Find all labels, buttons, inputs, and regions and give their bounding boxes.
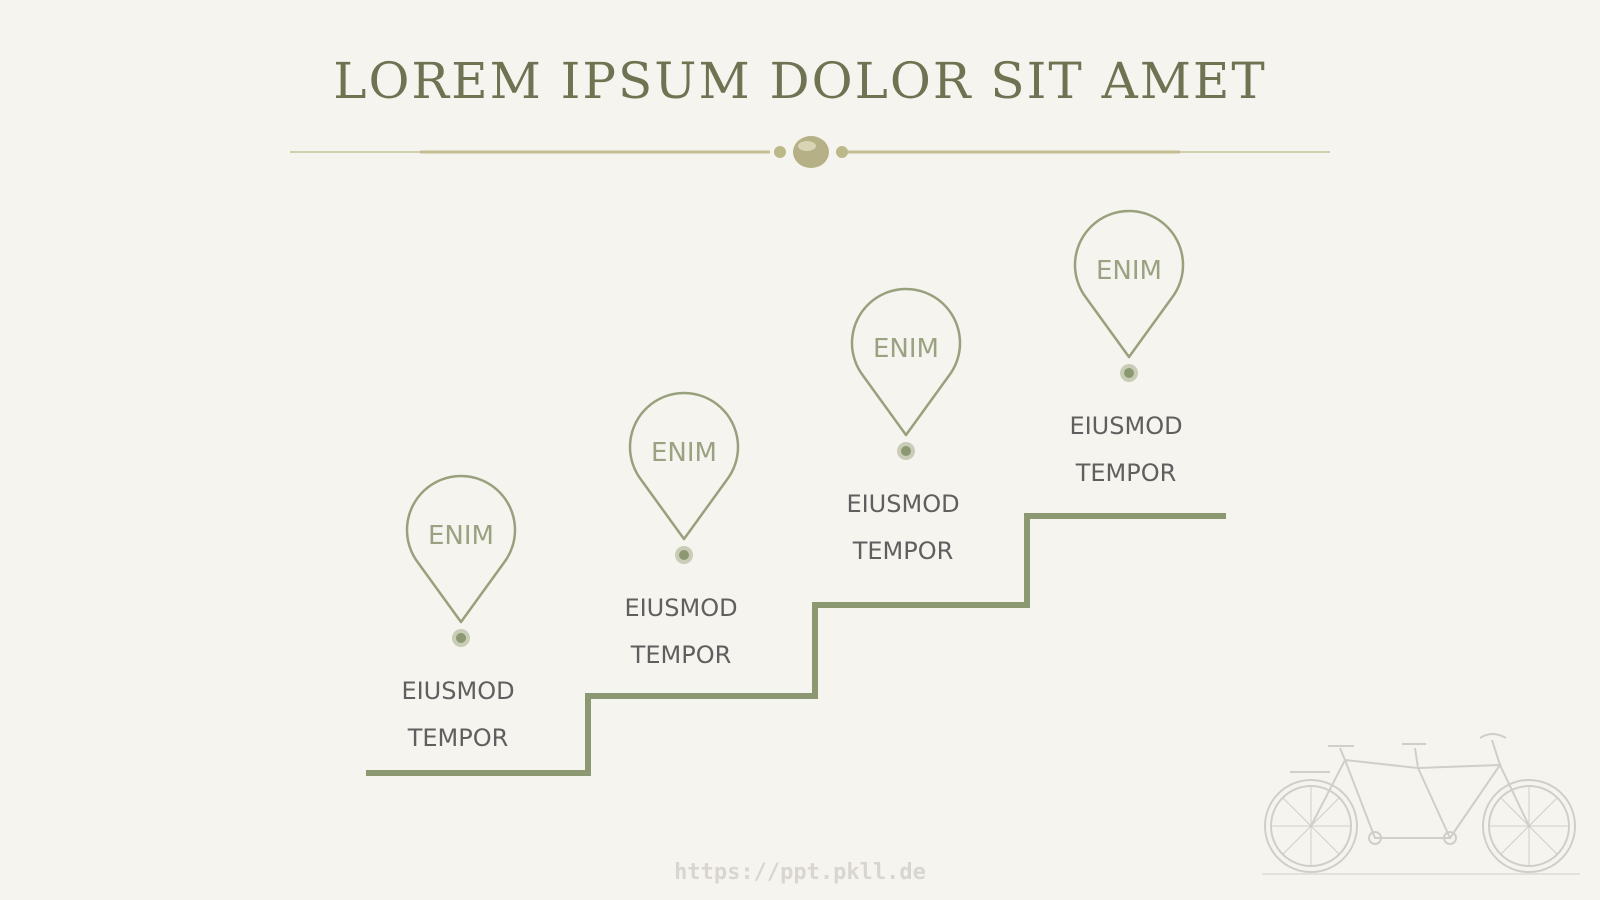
tandem-bicycle-illustration (1262, 733, 1580, 875)
pin-anchor-dot-core (901, 446, 911, 456)
pin-anchor-dot-core (1124, 368, 1134, 378)
pin-label-2: ENIM (651, 438, 717, 468)
pin-label-1: ENIM (428, 521, 494, 551)
step-text-line1: EIUSMOD (1069, 412, 1183, 440)
step-text-line2: TEMPOR (630, 641, 732, 669)
step-text-line2: TEMPOR (407, 724, 509, 752)
step-text-4: EIUSMOD TEMPOR (1026, 403, 1226, 497)
staircase-line (366, 513, 1226, 776)
pin-label-4: ENIM (1096, 256, 1162, 286)
map-pin-icon (1073, 209, 1185, 359)
map-pin-icon (405, 474, 517, 624)
step-text-line1: EIUSMOD (401, 677, 515, 705)
map-pin-icon (628, 391, 740, 541)
step-text-line1: EIUSMOD (846, 490, 960, 518)
step-text-line1: EIUSMOD (624, 594, 738, 622)
step-text-line2: TEMPOR (1075, 459, 1177, 487)
step-text-1: EIUSMOD TEMPOR (358, 668, 558, 762)
map-pin-icon (850, 287, 962, 437)
pin-label-3: ENIM (873, 334, 939, 364)
step-text-line2: TEMPOR (852, 537, 954, 565)
pin-anchor-dot-core (456, 633, 466, 643)
ornamental-divider (290, 136, 1330, 168)
pin-anchor-dot-core (679, 550, 689, 560)
slide-title: LOREM IPSUM DOLOR SIT AMET (333, 52, 1267, 110)
step-text-3: EIUSMOD TEMPOR (803, 481, 1003, 575)
step-text-2: EIUSMOD TEMPOR (581, 585, 781, 679)
footer-url: https://ppt.pkll.de (674, 860, 926, 885)
